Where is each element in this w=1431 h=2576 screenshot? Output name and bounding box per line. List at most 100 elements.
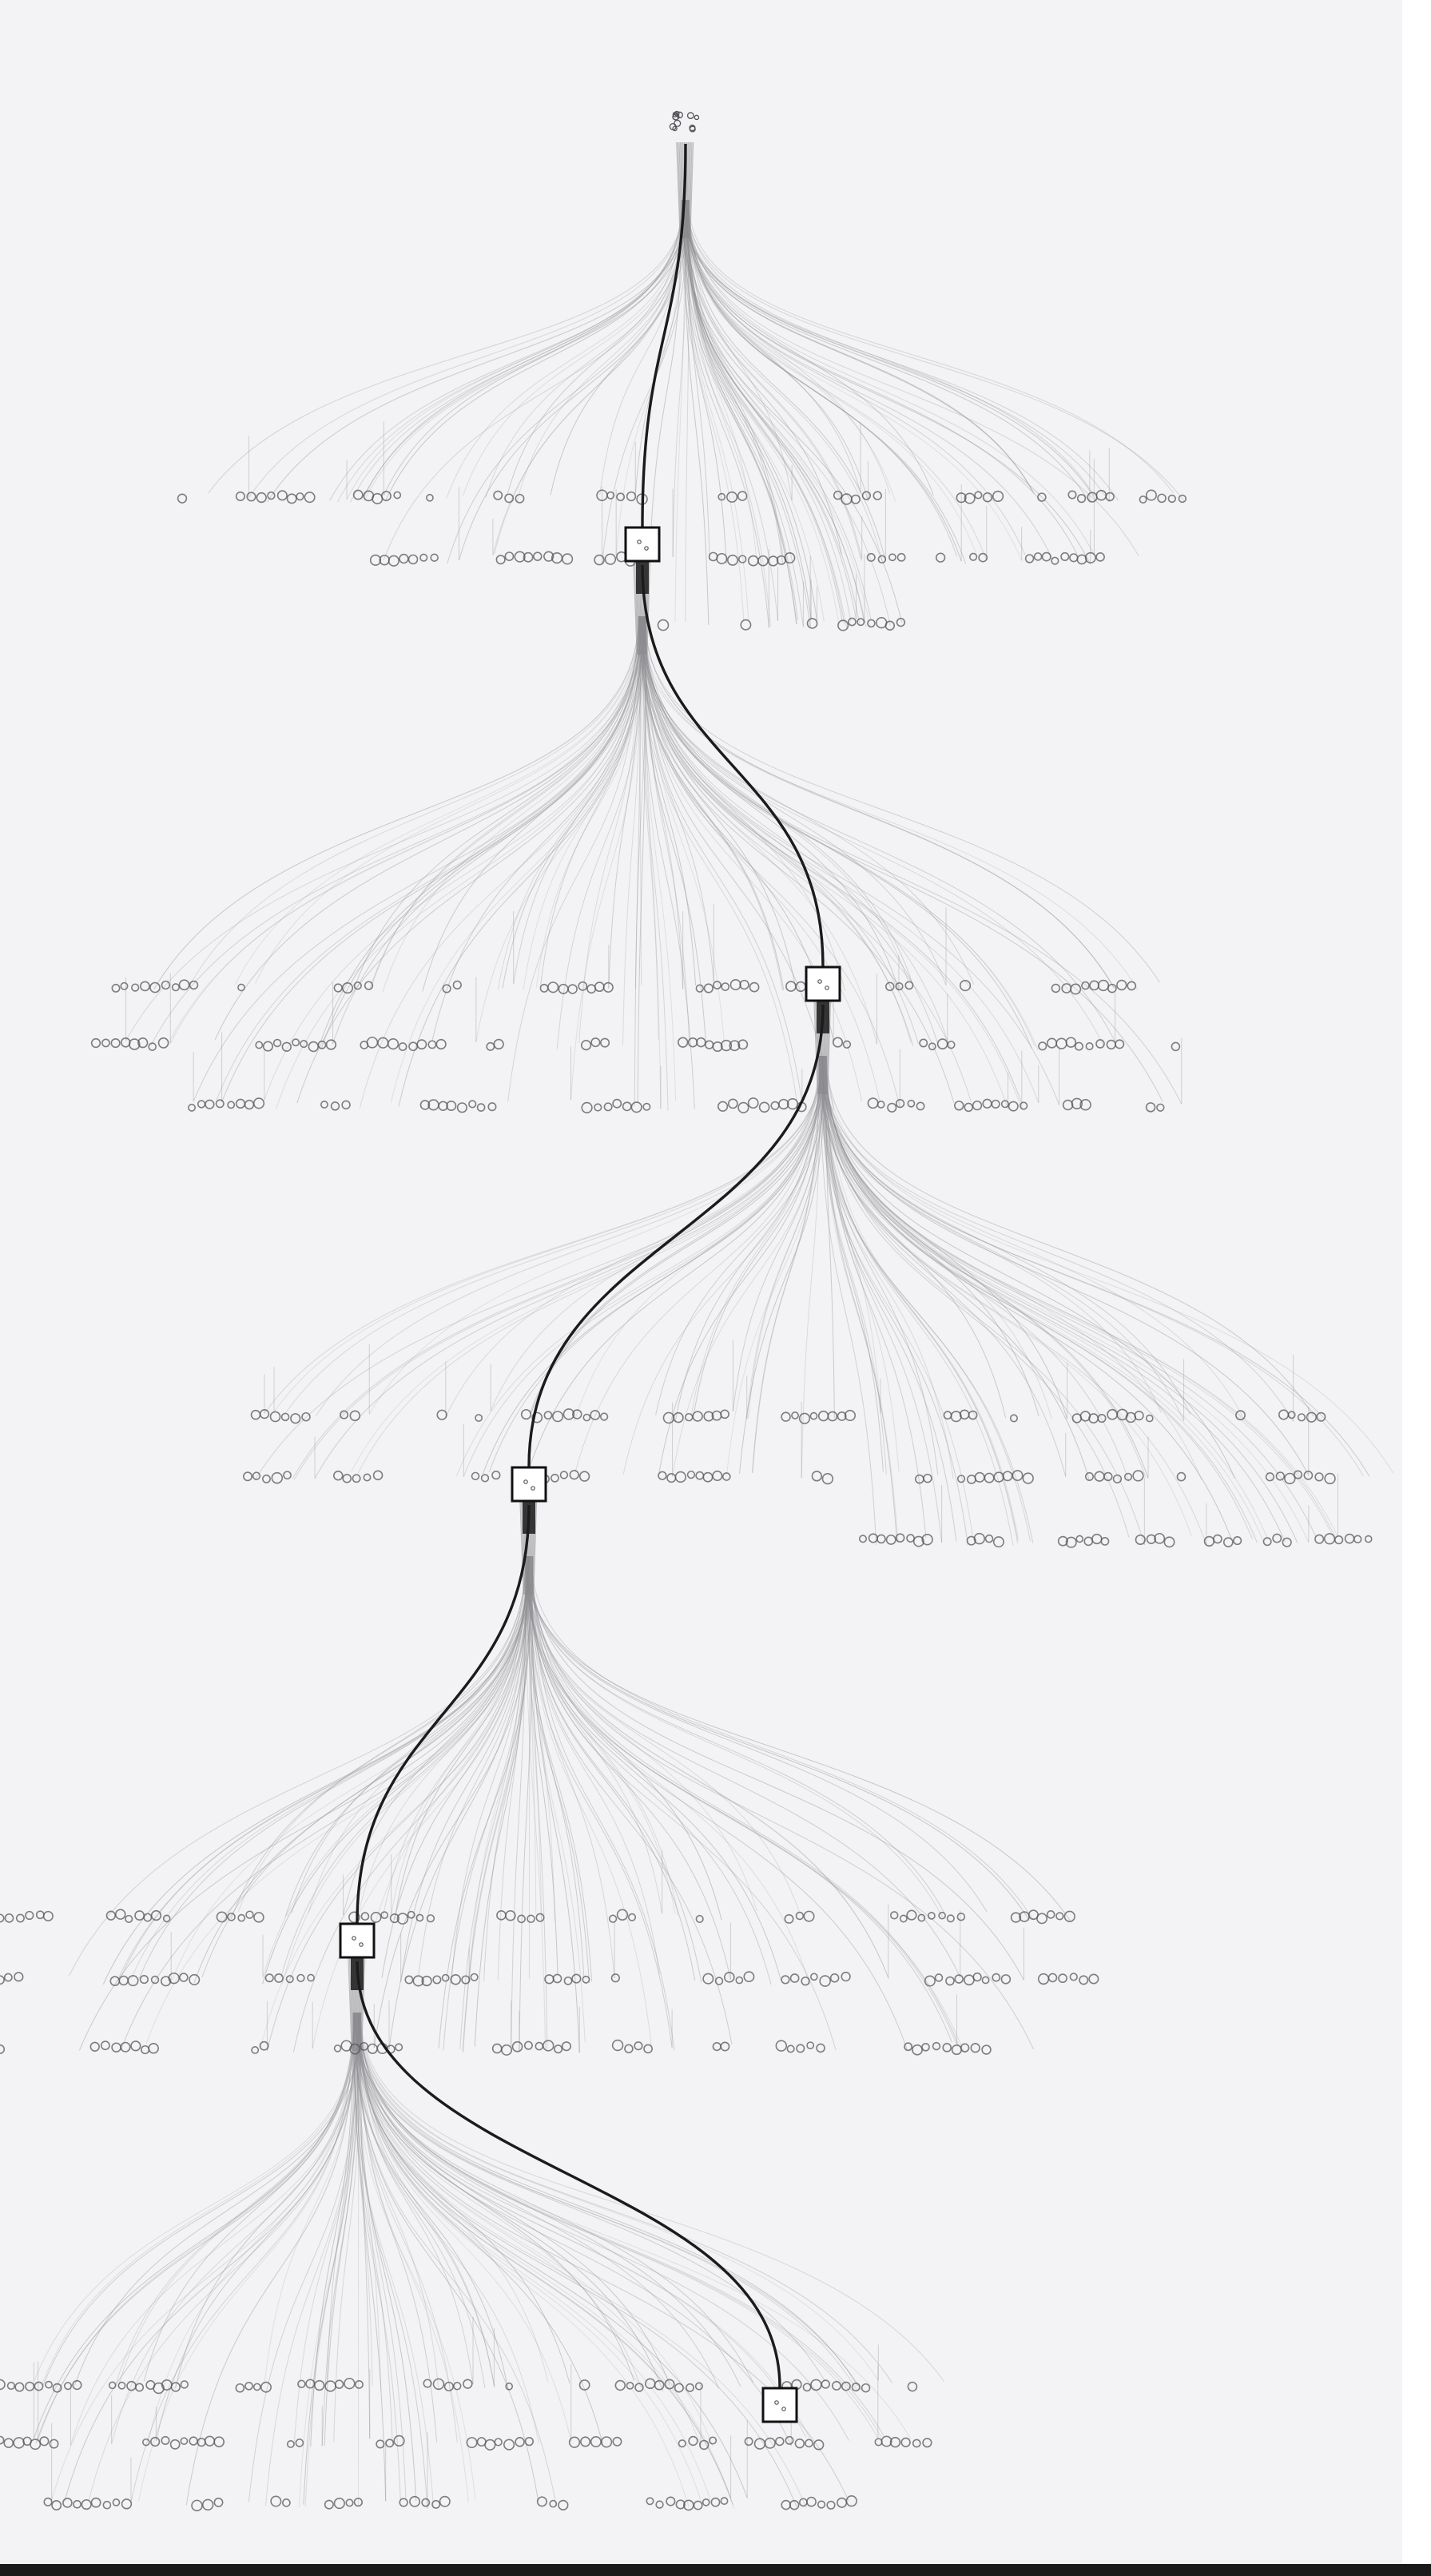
- leaf-node: [795, 981, 806, 993]
- leaf-node: [120, 981, 129, 990]
- branch-line: [821, 1055, 887, 1475]
- leaf-node: [861, 491, 872, 500]
- leaf-node: [108, 2381, 117, 2390]
- main-path-segment: [641, 564, 825, 967]
- branch-line: [359, 2012, 539, 2444]
- branch-line: [688, 199, 886, 561]
- path-node-node-4[interactable]: [339, 1922, 376, 1959]
- branch-line: [821, 1055, 1286, 1543]
- branch-line: [357, 2012, 807, 2509]
- path-node-node-1[interactable]: [624, 526, 661, 563]
- leaf-node: [415, 1913, 424, 1922]
- leaf-node: [896, 617, 906, 627]
- branch-line: [117, 2012, 356, 2388]
- branch-line: [641, 615, 1104, 1047]
- branch-line: [234, 615, 640, 986]
- branch-line: [527, 1555, 673, 2048]
- leaf-node: [535, 2041, 544, 2051]
- branch-line: [527, 1555, 543, 1921]
- leaf-node: [1132, 1470, 1144, 1482]
- branch-line: [643, 615, 846, 991]
- leaf-node: [582, 1975, 590, 1984]
- leaf-node: [802, 2383, 812, 2392]
- branch-line: [821, 1055, 1191, 1415]
- branch-line: [529, 1555, 537, 1914]
- branch-line: [578, 615, 641, 1044]
- branch-line: [221, 615, 642, 1102]
- leaf-node: [645, 2378, 656, 2390]
- branch-line: [684, 199, 1097, 500]
- leaf-node: [904, 981, 914, 990]
- branch-line: [333, 2012, 361, 2443]
- leaf-node: [775, 2040, 788, 2052]
- branch-line: [641, 615, 797, 989]
- path-node-node-3[interactable]: [511, 1466, 547, 1503]
- branch-line: [485, 199, 690, 498]
- leaf-node: [262, 1041, 273, 1052]
- branch-line: [264, 1055, 824, 1414]
- branch-line: [356, 2012, 458, 2443]
- leaf-node: [536, 2496, 547, 2507]
- leaf-node: [494, 2438, 503, 2447]
- branch-line: [360, 2012, 945, 2382]
- leaf-node: [42, 1910, 54, 1921]
- leaf-node: [569, 1470, 579, 1480]
- branch-line: [644, 615, 1060, 1105]
- leaf-node: [938, 1911, 946, 1920]
- path-node-node-5[interactable]: [761, 2387, 798, 2423]
- leaf-node: [654, 2379, 665, 2391]
- leaf-node: [594, 981, 605, 993]
- branch-line: [643, 615, 835, 1110]
- branch-stem: [688, 141, 691, 239]
- branch-line: [642, 615, 706, 1042]
- branch-line: [683, 199, 745, 621]
- leaf-node: [141, 2044, 150, 2055]
- branch-line: [138, 1555, 527, 1980]
- branch-line: [686, 199, 811, 627]
- branch-line: [823, 1055, 1235, 1479]
- branch-line: [825, 1055, 1268, 1539]
- leaf-node: [463, 2379, 473, 2389]
- branch-line: [640, 615, 900, 1107]
- branch-line: [507, 615, 640, 1102]
- branch-line: [153, 615, 639, 990]
- branch-line: [686, 199, 1139, 556]
- leaf-node: [1037, 1973, 1050, 1985]
- leaf-node: [1071, 1097, 1083, 1109]
- leaf-node: [1287, 1411, 1296, 1419]
- branch-line: [42, 2012, 360, 2383]
- leaf-node: [677, 1037, 689, 1048]
- branch-line: [463, 1055, 827, 1477]
- leaf-node: [252, 2383, 261, 2391]
- leaf-node: [161, 2435, 170, 2445]
- leaf-node: [150, 1975, 160, 1985]
- leaf-node: [692, 1411, 703, 1422]
- leaf-node: [1222, 1537, 1234, 1547]
- path-node-node-2[interactable]: [805, 966, 841, 1002]
- branch-line: [525, 1555, 590, 1984]
- leaf-node: [716, 552, 728, 564]
- leaf-node: [285, 1975, 294, 1984]
- branch-line: [248, 199, 685, 498]
- leaf-node: [1055, 1912, 1064, 1921]
- leaf-node: [720, 2497, 729, 2506]
- path-nodes: [339, 526, 841, 2423]
- branch-line: [682, 199, 769, 628]
- branch-line: [353, 2012, 476, 2500]
- leaf-node: [1055, 1037, 1067, 1049]
- leaf-node: [421, 1975, 432, 1987]
- branch-line: [684, 199, 710, 625]
- branch-line: [685, 199, 978, 556]
- leaf-node: [114, 1909, 126, 1920]
- leaf-node: [559, 1471, 569, 1479]
- leaf-node: [966, 1535, 976, 1546]
- leaf-node: [456, 1102, 467, 1113]
- branch-line: [642, 615, 714, 982]
- branch-stem: [633, 558, 638, 655]
- leaf-node: [385, 2439, 395, 2448]
- leaf-node: [1306, 1411, 1318, 1423]
- leaf-node: [427, 1040, 437, 1049]
- leaf-node: [493, 490, 503, 500]
- branch-line: [364, 199, 690, 501]
- branch-line: [528, 1555, 702, 1983]
